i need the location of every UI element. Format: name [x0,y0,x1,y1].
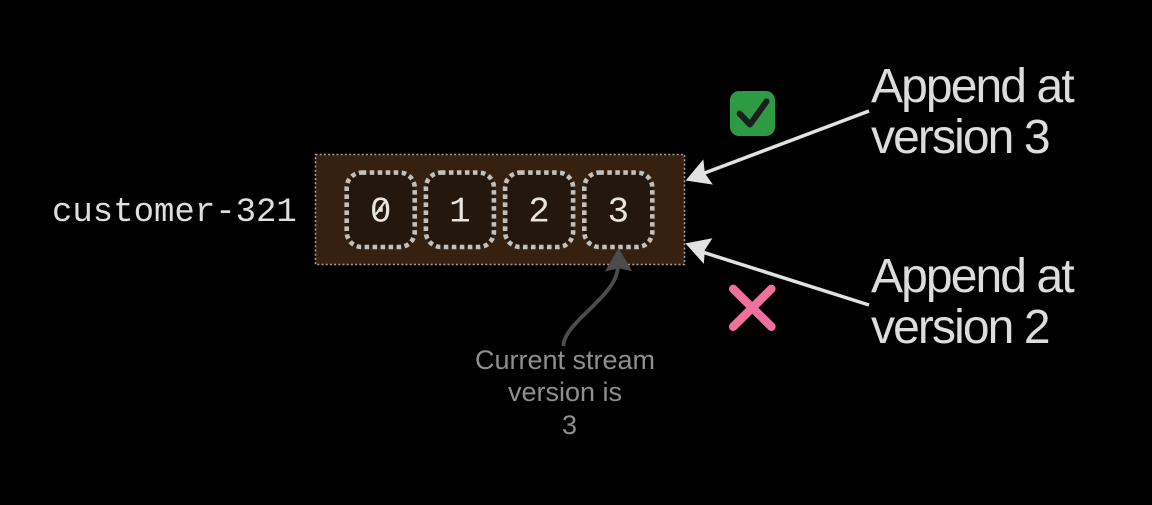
svg-text:0: 0 [370,192,392,233]
svg-text:3: 3 [607,192,629,233]
svg-text:2: 2 [528,192,550,233]
svg-text:1: 1 [449,192,471,233]
